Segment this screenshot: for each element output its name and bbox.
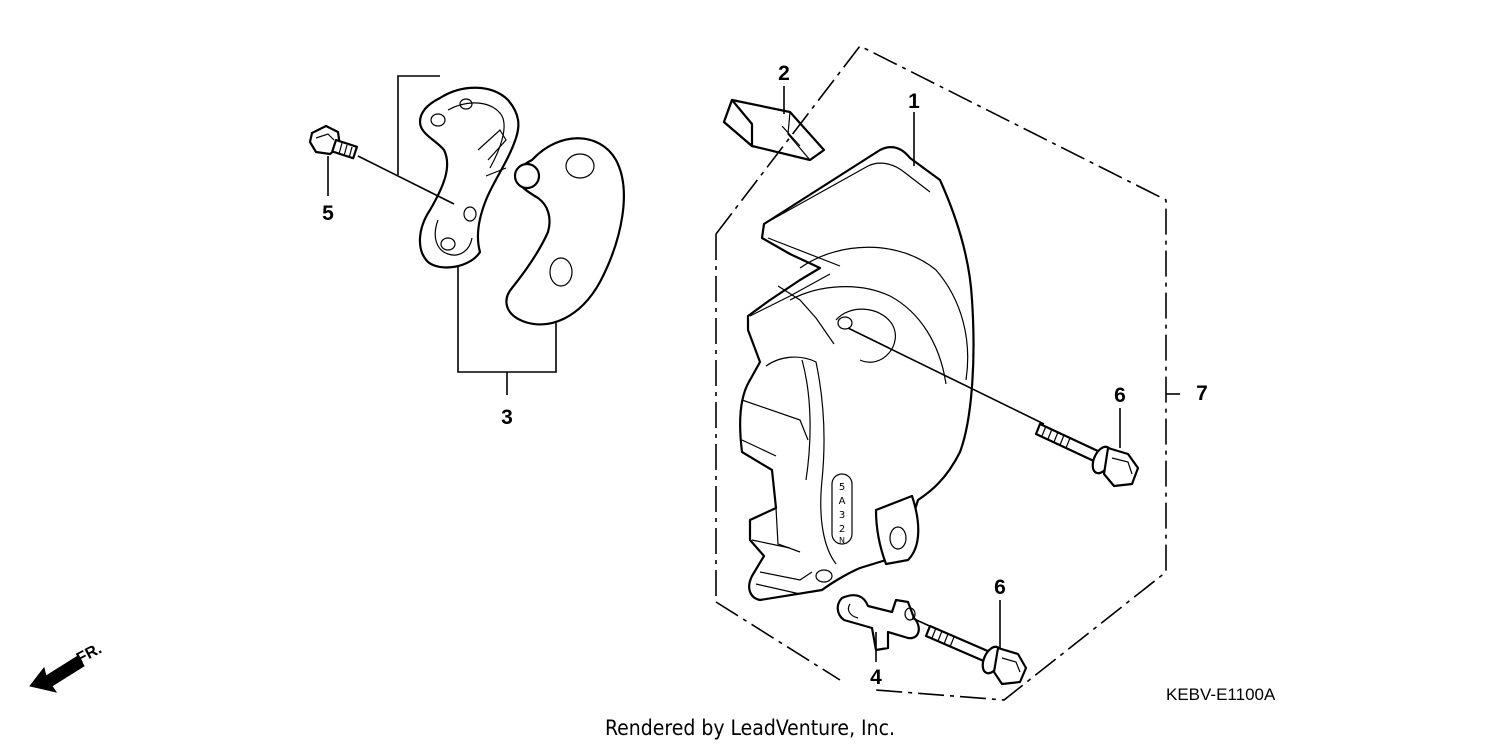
callout-2: 2 <box>778 62 790 85</box>
plate-boss <box>513 162 541 190</box>
callout-5: 5 <box>322 202 334 225</box>
svg-text:3: 3 <box>839 510 845 521</box>
part-6-bolt-upper[interactable] <box>847 327 1140 488</box>
svg-text:2: 2 <box>839 524 845 535</box>
front-arrow-icon: FR. <box>29 640 105 693</box>
callout-1: 1 <box>908 90 920 113</box>
callout-4: 4 <box>870 666 882 689</box>
plate-frame <box>418 86 520 269</box>
part-4-clamp[interactable] <box>836 594 920 662</box>
svg-text:A: A <box>839 496 846 507</box>
callout-6-upper: 6 <box>1114 384 1126 407</box>
part-5-bolt[interactable] <box>308 124 455 205</box>
callout-3: 3 <box>501 406 513 429</box>
part-1-cover[interactable]: 5 A 3 2 N <box>715 44 1180 701</box>
part-3-plate-assembly[interactable] <box>397 75 625 395</box>
plate-hole-upper <box>565 153 595 179</box>
svg-text:5: 5 <box>839 482 845 493</box>
callout-7: 7 <box>1196 382 1208 405</box>
diagram-code: KEBV-E1100A <box>1166 685 1276 704</box>
callout-6-lower: 6 <box>994 576 1006 599</box>
cover-shell <box>738 146 975 602</box>
footer-credit: Rendered by LeadVenture, Inc. <box>605 716 895 740</box>
part-2-rubber-block[interactable] <box>722 86 826 162</box>
svg-text:N: N <box>839 536 845 545</box>
plate-hole-lower <box>549 257 573 287</box>
part-6-bolt-lower[interactable] <box>911 600 1028 686</box>
